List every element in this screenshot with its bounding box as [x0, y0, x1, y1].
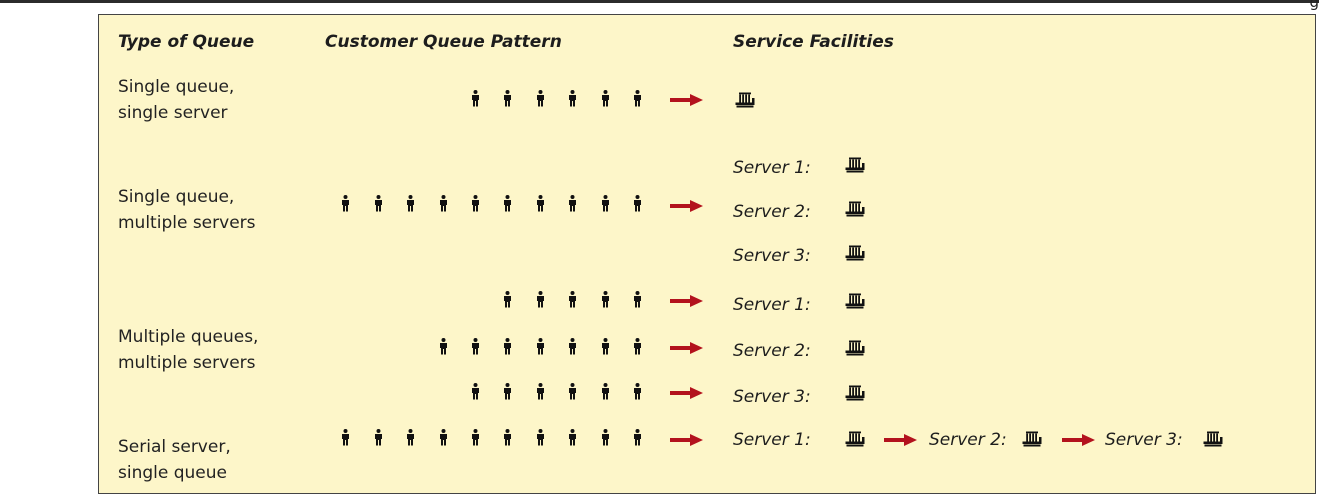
person-icon: [374, 429, 382, 446]
server-label-3: Server 3:: [733, 387, 811, 407]
person-icon: [504, 90, 512, 107]
person-icon: [472, 429, 479, 446]
red-arrow-icon: [1062, 434, 1095, 446]
person-icon: [407, 429, 415, 446]
person-icon: [634, 291, 641, 308]
row-type-line1: Single queue,: [118, 187, 235, 207]
server-label-1: Server 1:: [733, 295, 811, 315]
person-icon: [504, 195, 512, 212]
red-arrow-icon: [884, 434, 917, 446]
server-label-1: Server 1:: [733, 430, 811, 450]
person-icon: [536, 291, 544, 308]
person-icon: [504, 383, 512, 400]
row-type-line2: multiple servers: [118, 213, 256, 233]
red-arrow-icon: [670, 342, 703, 354]
row-type-line1: Single queue,: [118, 77, 235, 97]
person-icon: [472, 90, 479, 107]
service-facility-icon: [845, 431, 865, 447]
person-icon: [569, 195, 577, 212]
red-arrow-icon: [670, 295, 703, 307]
server-label-2: Server 2:: [733, 341, 811, 361]
row-type-line1: Serial server,: [118, 437, 231, 457]
top-rule: [0, 0, 1319, 3]
person-icon: [504, 338, 512, 355]
person-icon: [536, 429, 544, 446]
person-icon: [601, 195, 609, 212]
row-type-line2: single queue: [118, 463, 227, 483]
figure-label-fragment: g: [1309, 0, 1319, 11]
person-icon: [439, 195, 447, 212]
person-icon: [601, 291, 609, 308]
server-label-1: Server 1:: [733, 158, 811, 178]
row-type-multiple-multiple: Multiple queues, multiple servers: [118, 324, 258, 376]
person-icon: [342, 429, 350, 446]
diagram-panel: [98, 14, 1316, 494]
service-facility-icon: [845, 245, 865, 261]
header-service-facilities: Service Facilities: [733, 32, 894, 52]
person-icon: [601, 338, 609, 355]
person-icon: [569, 429, 577, 446]
person-icon: [634, 383, 641, 400]
service-facility-icon: [1022, 431, 1042, 447]
row-type-line1: Multiple queues,: [118, 327, 259, 347]
service-facility-icon: [845, 157, 865, 173]
header-type-of-queue: Type of Queue: [118, 32, 255, 52]
row-type-single-multiple: Single queue, multiple servers: [118, 184, 256, 236]
red-arrow-icon: [670, 434, 703, 446]
person-icon: [504, 291, 512, 308]
service-facility-icon: [845, 385, 865, 401]
person-icon: [472, 338, 479, 355]
person-icon: [407, 195, 415, 212]
person-icon: [601, 90, 609, 107]
service-facility-icon: [845, 340, 865, 356]
person-icon: [569, 291, 577, 308]
service-facility-icon: [845, 293, 865, 309]
person-icon: [472, 383, 479, 400]
service-facility-icon: [1203, 431, 1223, 447]
person-icon: [569, 383, 577, 400]
row-type-serial-single: Serial server, single queue: [118, 434, 231, 486]
person-icon: [634, 90, 641, 107]
red-arrow-icon: [670, 94, 703, 106]
server-label-2: Server 2:: [733, 202, 811, 222]
person-icon: [601, 383, 609, 400]
person-icon: [439, 429, 447, 446]
person-icon: [634, 429, 641, 446]
person-icon: [342, 195, 350, 212]
row-type-single-single: Single queue, single server: [118, 74, 234, 126]
person-icon: [569, 338, 577, 355]
person-icon: [634, 195, 641, 212]
server-label-3: Server 3:: [1105, 430, 1183, 450]
service-facility-icon: [735, 92, 755, 108]
person-icon: [504, 429, 512, 446]
person-icon: [536, 383, 544, 400]
server-label-2: Server 2:: [929, 430, 1007, 450]
person-icon: [536, 195, 544, 212]
server-label-3: Server 3:: [733, 246, 811, 266]
row-type-line2: multiple servers: [118, 353, 256, 373]
person-icon: [374, 195, 382, 212]
person-icon: [439, 338, 447, 355]
header-customer-queue-pattern: Customer Queue Pattern: [325, 32, 562, 52]
person-icon: [569, 90, 577, 107]
person-icon: [472, 195, 479, 212]
red-arrow-icon: [670, 387, 703, 399]
row-type-line2: single server: [118, 103, 228, 123]
person-icon: [634, 338, 641, 355]
person-icon: [536, 90, 544, 107]
red-arrow-icon: [670, 200, 703, 212]
service-facility-icon: [845, 201, 865, 217]
person-icon: [601, 429, 609, 446]
person-icon: [536, 338, 544, 355]
